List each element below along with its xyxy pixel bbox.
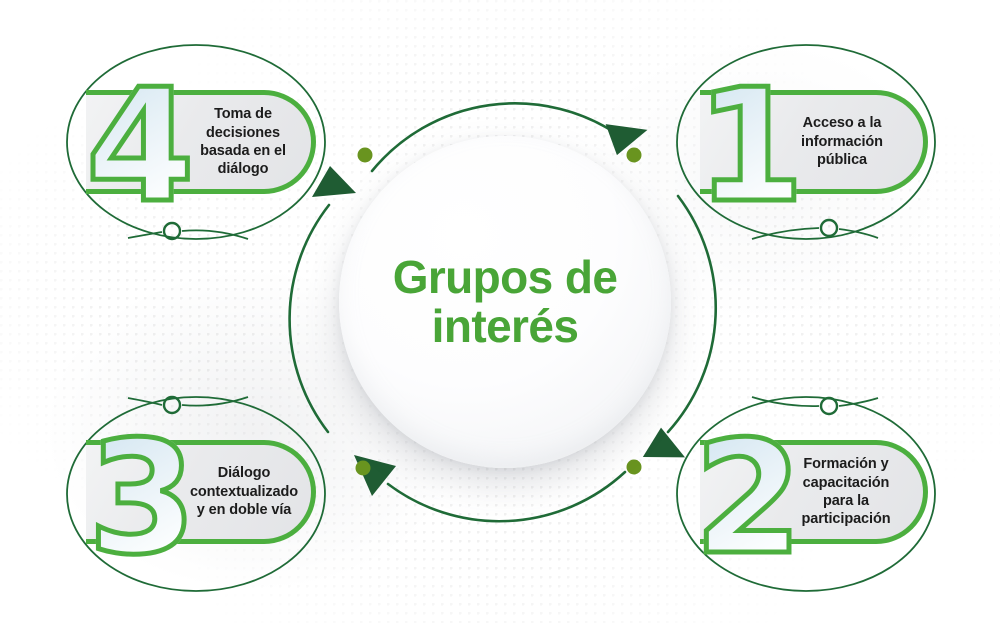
node-4-pill[interactable]	[86, 90, 316, 194]
node-2-pill[interactable]	[700, 440, 928, 544]
ring-arc-bottom	[386, 470, 627, 523]
connector-marker-right-lower	[819, 396, 839, 416]
node-4-label: Toma de decisiones basada en el diálogo	[200, 106, 286, 178]
connector-stub-right-lower-a	[751, 396, 820, 407]
connector-stub-right-upper-b	[838, 228, 879, 239]
node-2-label: Formación y capacitación para la partici…	[801, 456, 891, 528]
connector-marker-right-upper	[819, 218, 839, 238]
connector-stub-left-lower-a	[127, 397, 163, 406]
ring-arc-left	[288, 203, 331, 434]
node-1-label: Acceso a la información pública	[801, 115, 883, 169]
center-title: Grupos de interés	[392, 251, 618, 352]
connector-stub-right-lower-b	[838, 397, 879, 407]
node-1-pill[interactable]	[700, 90, 928, 194]
center-circle	[339, 136, 671, 468]
node-3-label: Diálogo contextualizado y en doble vía	[189, 465, 299, 519]
node-3-pill[interactable]	[86, 440, 316, 544]
connector-stub-left-lower-b	[181, 396, 249, 407]
